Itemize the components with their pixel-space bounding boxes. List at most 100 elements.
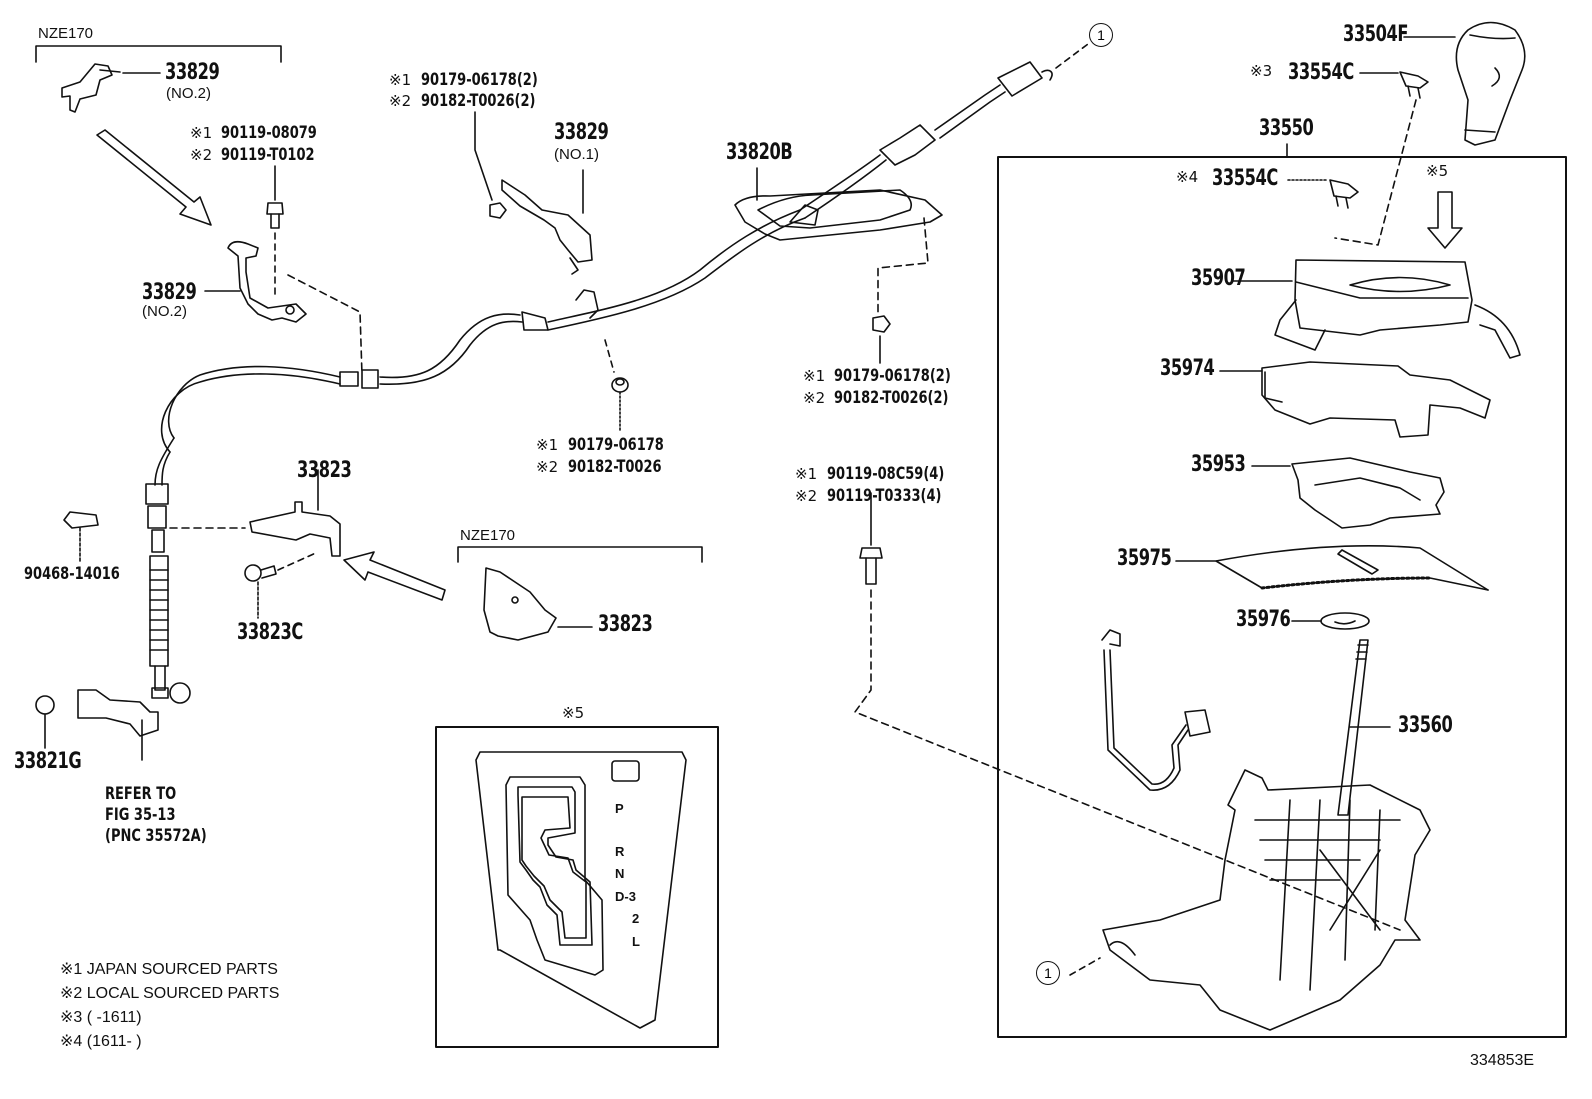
- part-label-35907[interactable]: 35907: [1191, 266, 1246, 291]
- shift-base-drawing: [1102, 769, 1431, 1031]
- detail-arrow-5-label: ※5: [1426, 162, 1449, 180]
- plate-35953-drawing: [1251, 457, 1445, 529]
- part-sub-33829-top: (NO.2): [166, 85, 211, 102]
- gear-label-l: L: [632, 934, 640, 949]
- knob-33504F-drawing: [1403, 21, 1526, 146]
- detail-arrow-5: [1427, 191, 1463, 249]
- part-mark-33554C-top: ※3: [1250, 62, 1273, 80]
- bolt-90119-drawing: [266, 202, 284, 229]
- gear-label-2: 2: [632, 911, 640, 926]
- fastener-number[interactable]: 90119-T0333(4): [827, 486, 942, 506]
- fastener-number[interactable]: 90119-08C59(4): [827, 464, 945, 484]
- fastener-number[interactable]: 90179-06178(2): [834, 366, 951, 386]
- callout-1-bottom: 1: [1036, 961, 1060, 985]
- group-bracket-nze170-top: [35, 45, 282, 63]
- figure-id: 334853E: [1470, 1052, 1535, 1069]
- grommet-33821G-drawing: [35, 695, 55, 715]
- nut-right-drawing: [872, 315, 891, 333]
- nut-top-drawing: [489, 202, 507, 219]
- fastener-number[interactable]: 90182-T0026(2): [834, 388, 949, 408]
- bolt-33823C-drawing: [244, 551, 319, 619]
- part-label-33823C[interactable]: 33823C: [237, 620, 303, 645]
- cap-33554C-top-drawing: [1334, 71, 1429, 246]
- clip-90468-drawing: [63, 511, 99, 529]
- assembly-arrow-upper-left: [96, 129, 212, 226]
- detail-box-5: [435, 726, 719, 1048]
- washer-35976-drawing: [1291, 612, 1370, 630]
- part-label-33829-no1[interactable]: 33829: [554, 120, 609, 145]
- cap-33554C-box-drawing: [1287, 179, 1359, 209]
- part-label-33550[interactable]: 33550: [1259, 116, 1314, 141]
- wire-harness-drawing: [1101, 629, 1211, 791]
- part-mark-33554C-box: ※4: [1176, 168, 1199, 186]
- bracket-33829-no2-mid-drawing: [227, 240, 307, 323]
- refer-note-line3: (PNC 35572A): [105, 826, 207, 846]
- fastener-number[interactable]: 90182-T0026(2): [421, 91, 536, 111]
- part-label-33829-top[interactable]: 33829: [165, 60, 220, 85]
- fastener-number[interactable]: 90119-T0102: [221, 145, 315, 165]
- fastener-mark: ※1: [795, 465, 818, 483]
- fastener-mark: ※1: [536, 436, 559, 454]
- part-label-33821G[interactable]: 33821G: [14, 749, 82, 774]
- fastener-mark: ※2: [803, 389, 826, 407]
- group-bracket-nze170-mid: [457, 546, 703, 563]
- part-label-35975[interactable]: 35975: [1117, 546, 1172, 571]
- dust-cover-35975-drawing: [1175, 544, 1489, 591]
- bracket-33829-no2-top-drawing: [61, 63, 161, 113]
- refer-note-line1: REFER TO: [105, 784, 177, 804]
- end-fitting-drawing: [77, 689, 159, 761]
- group-label-nze170-top: NZE170: [38, 25, 94, 42]
- fastener-number[interactable]: 90182-T0026: [568, 457, 662, 477]
- gear-label-d3: D-3: [615, 889, 636, 904]
- boot-33820B-drawing: [734, 167, 943, 241]
- fastener-number[interactable]: 90119-08079: [221, 123, 317, 143]
- bracket-33823-drawing: [169, 469, 341, 557]
- fastener-mark: ※2: [536, 458, 559, 476]
- part-label-33823[interactable]: 33823: [297, 458, 352, 483]
- gear-label-p: P: [615, 801, 624, 816]
- assembly-box-33550: [997, 156, 1567, 1038]
- part-label-33554C-top[interactable]: 33554C: [1288, 60, 1354, 85]
- part-label-35976[interactable]: 35976: [1236, 607, 1291, 632]
- refer-note-line2: FIG 35-13: [105, 805, 176, 825]
- legend-item-1: ※1 JAPAN SOURCED PARTS: [60, 961, 278, 978]
- part-label-33829-mid[interactable]: 33829: [142, 280, 197, 305]
- part-label-35974[interactable]: 35974: [1160, 356, 1215, 381]
- group-label-nze170-mid: NZE170: [460, 527, 516, 544]
- shift-lever-33560-drawing: [1337, 639, 1391, 816]
- legend-item-2: ※2 LOCAL SOURCED PARTS: [60, 985, 280, 1002]
- part-label-33504F[interactable]: 33504F: [1343, 22, 1409, 47]
- part-label-35953[interactable]: 35953: [1191, 452, 1246, 477]
- fastener-mark: ※1: [389, 71, 412, 89]
- fastener-mark: ※2: [190, 146, 213, 164]
- gear-indicator-plate-drawing: [475, 751, 687, 1029]
- part-label-33560[interactable]: 33560: [1398, 713, 1453, 738]
- part-sub-33829-no1: (NO.1): [554, 146, 599, 163]
- fastener-mark: ※1: [803, 367, 826, 385]
- bolt-right-drawing: [854, 492, 1401, 931]
- part-sub-33829-mid: (NO.2): [142, 303, 187, 320]
- fastener-mark: ※1: [190, 124, 213, 142]
- fastener-number[interactable]: 90179-06178: [568, 435, 664, 455]
- part-label-33823-nze170[interactable]: 33823: [598, 612, 653, 637]
- detail-box-5-title: ※5: [562, 704, 585, 722]
- legend-item-3: ※3 ( -1611): [60, 1009, 142, 1026]
- nut-mid-drawing: [604, 339, 629, 433]
- gear-label-n: N: [615, 866, 625, 881]
- fastener-number[interactable]: 90179-06178(2): [421, 70, 538, 90]
- fastener-mark: ※2: [795, 487, 818, 505]
- callout-1-top: 1: [1089, 23, 1113, 47]
- gear-label-r: R: [615, 844, 625, 859]
- bracket-33823-nze-drawing: [483, 567, 593, 641]
- part-label-90468-14016[interactable]: 90468-14016: [24, 564, 120, 584]
- bracket-33829-no1-drawing: [501, 169, 599, 319]
- indicator-housing-35907-drawing: [1232, 259, 1521, 359]
- part-label-33554C-box[interactable]: 33554C: [1212, 166, 1278, 191]
- assembly-arrow-mid: [343, 551, 446, 601]
- part-label-33820B[interactable]: 33820B: [726, 140, 793, 165]
- legend-item-4: ※4 (1611- ): [60, 1033, 142, 1050]
- slide-plate-35974-drawing: [1219, 361, 1491, 438]
- fastener-mark: ※2: [389, 92, 412, 110]
